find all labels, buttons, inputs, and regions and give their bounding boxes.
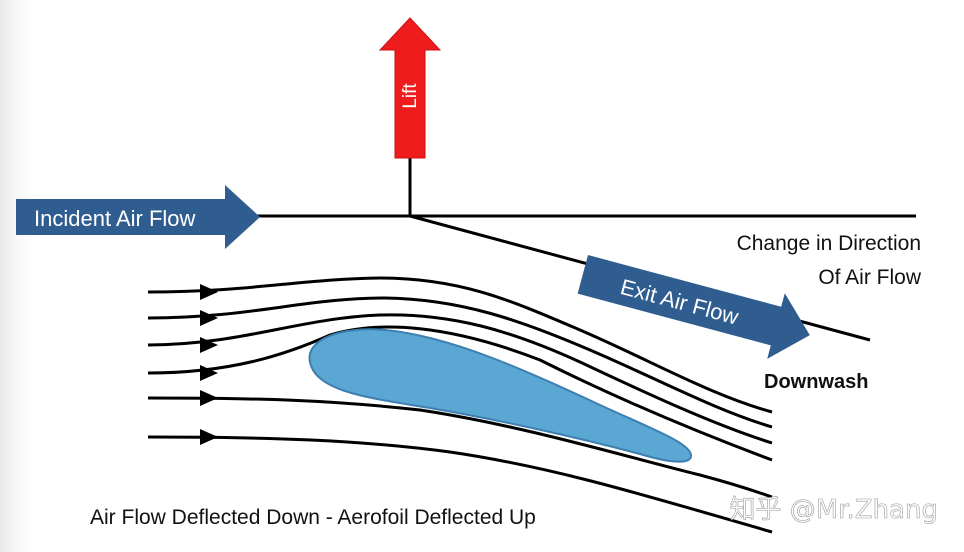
streamline-arrowhead-5: [200, 390, 218, 406]
aerofoil: [308, 328, 692, 463]
streamline-arrowhead-2: [200, 310, 218, 326]
streamline-3: [147, 313, 773, 445]
change-direction-label-line2: Of Air Flow: [818, 266, 922, 289]
streamline-1: [147, 276, 773, 414]
lift-label: Lift: [400, 83, 421, 109]
streamline-2: [147, 296, 773, 429]
streamline-5: [147, 396, 773, 499]
change-direction-label-line1: Change in Direction: [737, 232, 921, 255]
exit-flow-arrow: [577, 255, 810, 359]
streamline-4: [147, 325, 773, 462]
streamline-arrowhead-1: [200, 284, 218, 300]
streamline-arrowhead-3: [200, 337, 218, 353]
streamlines: [147, 276, 773, 534]
caption: Air Flow Deflected Down - Aerofoil Defle…: [90, 506, 536, 529]
streamline-arrowheads: [200, 284, 218, 445]
lift-arrow: [378, 17, 442, 159]
streamline-arrowhead-6: [200, 429, 218, 445]
watermark: 知乎 @Mr.Zhang: [730, 495, 938, 525]
streamline-arrowhead-4: [200, 365, 218, 381]
incident-flow-label: Incident Air Flow: [34, 206, 196, 231]
streamline-6: [147, 435, 773, 534]
downwash-label: Downwash: [764, 371, 868, 393]
incident-flow-arrow: [16, 185, 260, 249]
